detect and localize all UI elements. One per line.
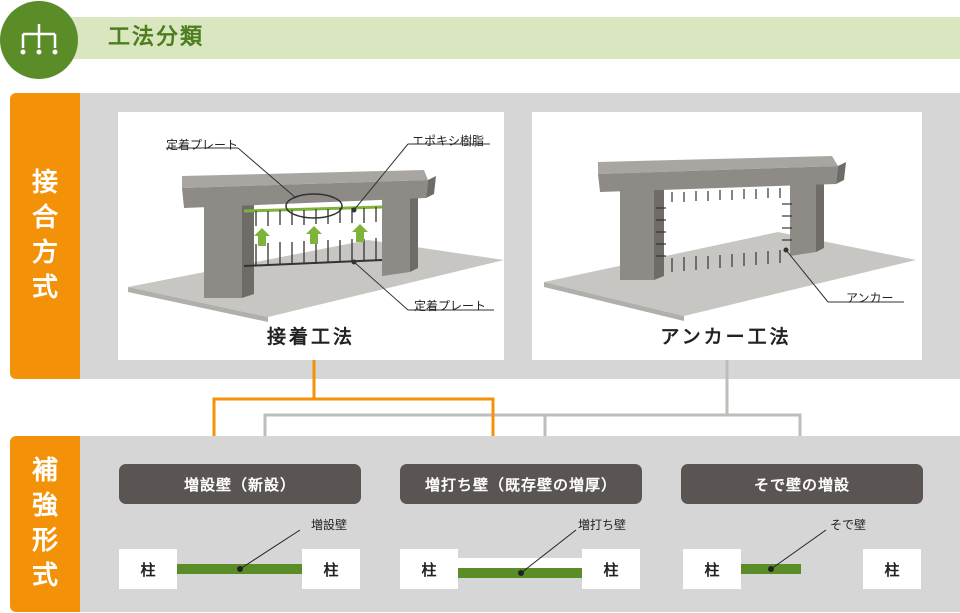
label-epoxy-resin: エポキシ樹脂 (412, 134, 485, 148)
reinforce-tab-char: 強 (31, 490, 58, 521)
wing-wall-label: そで壁 (830, 518, 867, 532)
page-title: 工法分類 (108, 25, 205, 50)
header-band (40, 17, 960, 59)
reinforce-tab-char: 式 (31, 561, 58, 592)
thickened-wall-leader (518, 529, 577, 576)
joint-tab-char: 方 (31, 238, 58, 268)
reinforce-tab-char: 形 (31, 526, 58, 556)
label-anchor: アンカー (846, 291, 894, 305)
anchor-method-caption: アンカー工法 (660, 326, 792, 348)
anchor-method-illustration (544, 156, 916, 321)
adhesive-method-illustration (128, 143, 504, 322)
joint-section-tab: 接 合 方 式 (10, 93, 80, 379)
column-left: 柱 (119, 549, 177, 589)
existing-wall (458, 558, 582, 568)
column-right: 柱 (302, 549, 360, 589)
joint-tab-char: 合 (31, 202, 58, 233)
wing-wall-method-button[interactable]: そで壁の増設 (681, 464, 923, 504)
label-bottom-plate: 定着プレート (414, 299, 487, 313)
new-wall-label: 増設壁 (311, 518, 348, 532)
new-wall-method-button[interactable]: 増設壁（新設） (119, 464, 361, 504)
adhesive-method-card (118, 112, 504, 360)
wing-wall-leader (768, 529, 827, 572)
thickened-wall-label: 増打ち壁 (578, 518, 627, 532)
joint-tab-char: 接 (31, 167, 58, 198)
joint-tab-char: 式 (31, 273, 58, 304)
reinforce-section-panel (80, 436, 960, 612)
anchor-method-card (532, 112, 922, 360)
column-left: 柱 (683, 549, 741, 589)
label-top-plate: 定着プレート (166, 138, 239, 152)
column-left: 柱 (400, 549, 458, 589)
adhesive-method-caption: 接着工法 (266, 326, 355, 348)
reinforce-section-tab: 補 強 形 式 (10, 436, 80, 612)
new-wall-leader (237, 529, 301, 572)
thickened-wall-method-button[interactable]: 増打ち壁（既存壁の増厚） (400, 464, 642, 504)
column-right: 柱 (582, 549, 640, 589)
column-right: 柱 (863, 549, 921, 589)
classification-icon (0, 1, 78, 79)
reinforce-tab-char: 補 (31, 455, 58, 486)
